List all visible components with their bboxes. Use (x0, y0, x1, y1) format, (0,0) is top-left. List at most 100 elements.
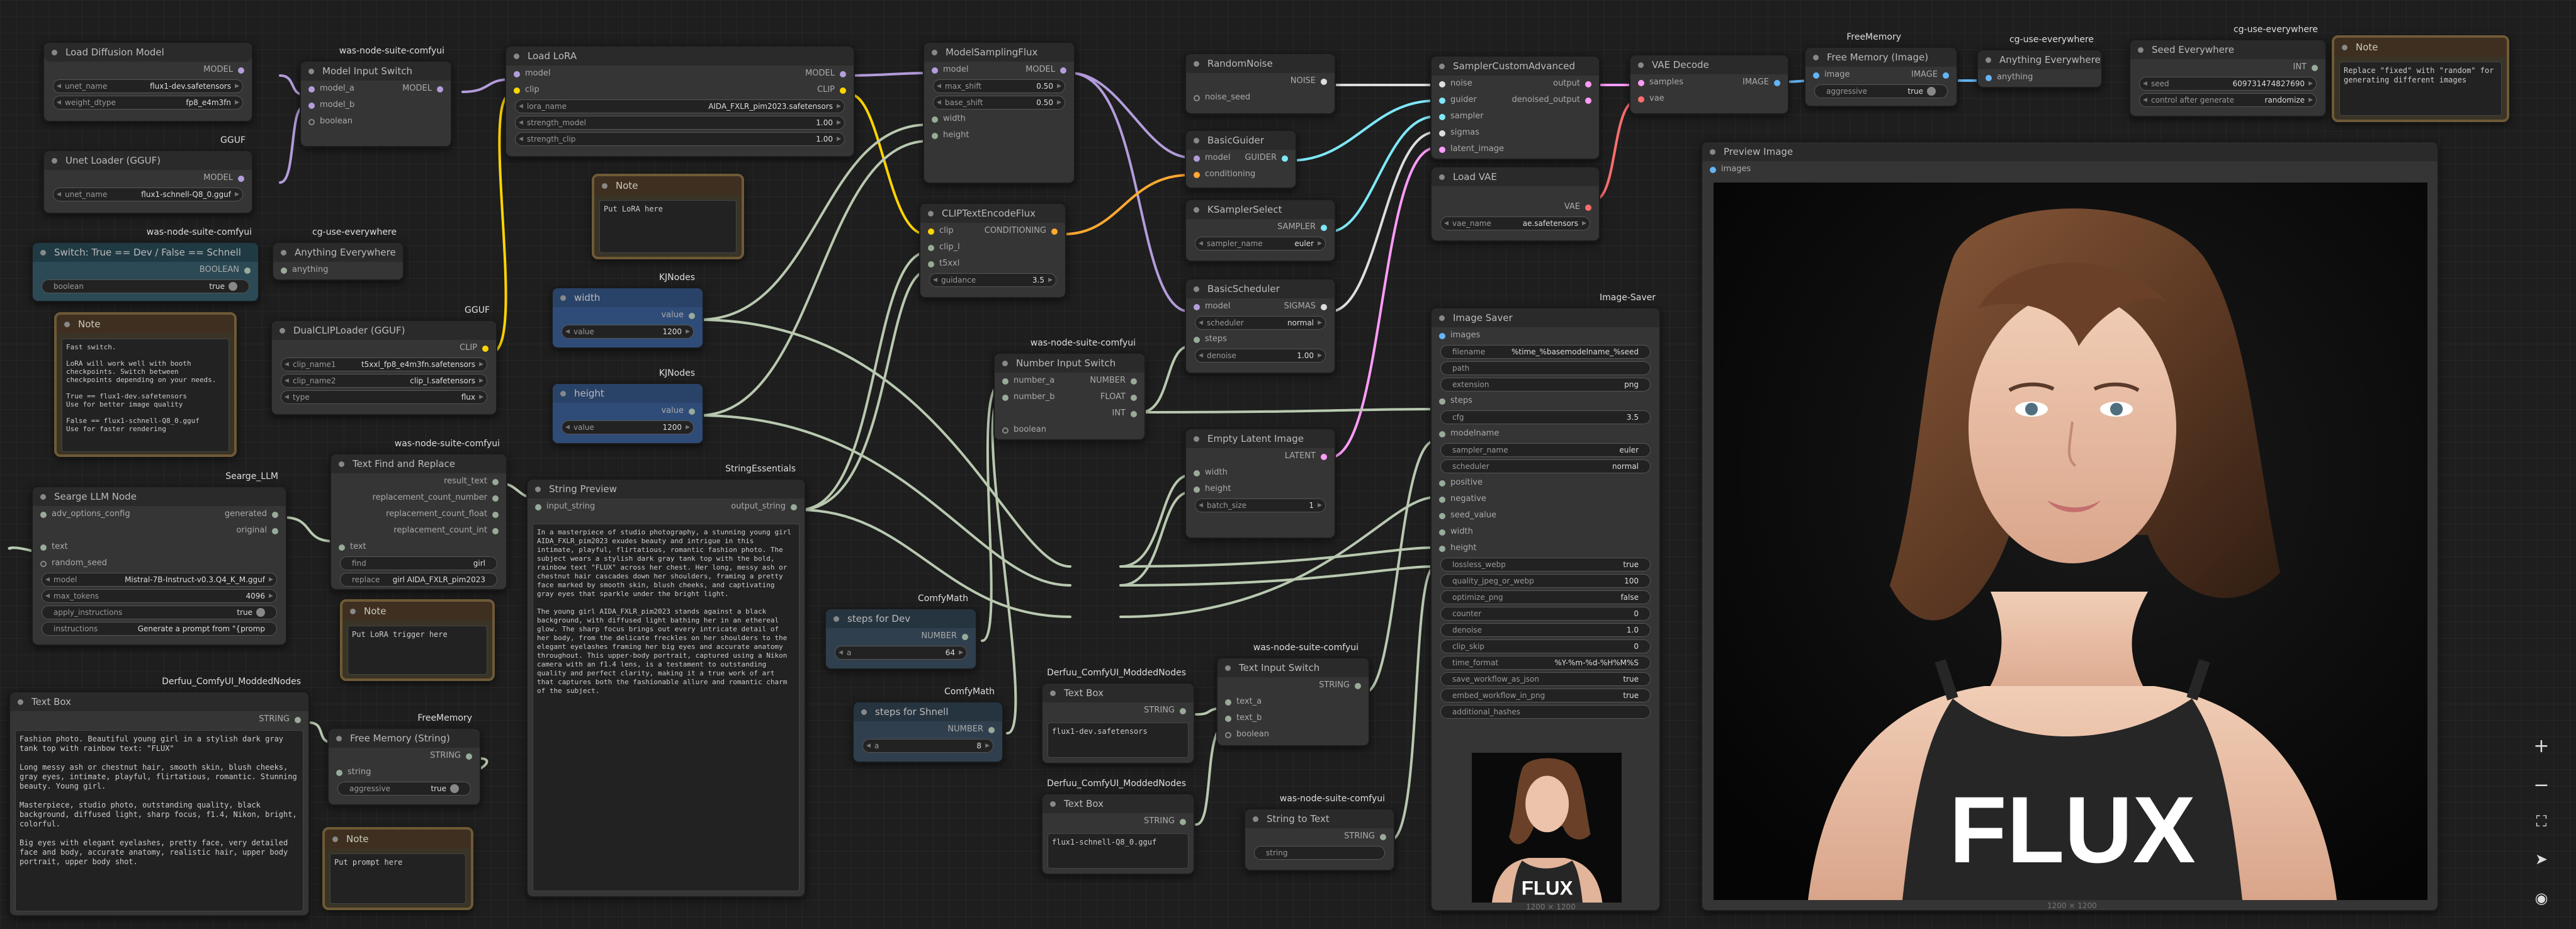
output-dot[interactable] (1585, 98, 1591, 104)
node-title[interactable]: BasicGuider (1186, 131, 1296, 150)
node-title[interactable]: ModelSamplingFlux (924, 43, 1074, 62)
node-preview-image[interactable]: Preview Image images FLUX 12 (1701, 141, 2439, 911)
note-text[interactable]: Put LoRA trigger here (347, 626, 487, 675)
output-dot[interactable] (1585, 81, 1591, 87)
input-dot[interactable] (40, 561, 47, 567)
node-title[interactable]: SamplerCustomAdvanced (1432, 57, 1599, 76)
text-box-value[interactable]: flux1-dev.safetensors (1048, 723, 1189, 758)
node-unet-loader-gguf[interactable]: Unet Loader (GGUF) MODEL unet_nameflux1-… (43, 150, 253, 214)
toggle-knob[interactable] (1927, 87, 1936, 96)
node-note-lora-trigger[interactable]: Note Put LoRA trigger here (340, 599, 495, 681)
prompt-text[interactable]: Fashion photo. Beautiful young girl in a… (15, 730, 303, 911)
node-title[interactable]: Free Memory (Image) (1805, 48, 1957, 67)
output-dot[interactable] (466, 753, 472, 760)
input-dot[interactable] (1194, 487, 1200, 493)
time-format-widget[interactable]: time_format%Y-%m-%d-%H%M%S (1440, 656, 1651, 670)
output-dot[interactable] (1180, 708, 1186, 714)
node-title[interactable]: Image Saver (1432, 308, 1659, 327)
output-dot[interactable] (1774, 80, 1780, 86)
input-dot[interactable] (514, 87, 520, 94)
output-dot[interactable] (1282, 155, 1288, 162)
input-dot[interactable] (281, 267, 287, 274)
string-widget[interactable]: string (1254, 846, 1385, 860)
node-title[interactable]: VAE Decode (1630, 55, 1788, 74)
input-dot[interactable] (1002, 395, 1008, 401)
note-text[interactable]: Put prompt here (330, 853, 466, 904)
input-dot[interactable] (1194, 304, 1200, 310)
output-dot[interactable] (1131, 378, 1137, 385)
node-title[interactable]: Note (57, 315, 234, 334)
preview-image-canvas[interactable]: FLUX (1714, 183, 2427, 900)
output-dot[interactable] (1321, 454, 1327, 460)
output-dot[interactable] (1943, 72, 1949, 79)
output-dot[interactable] (689, 313, 695, 319)
input-dot[interactable] (1439, 513, 1445, 519)
output-dot[interactable] (1131, 395, 1137, 401)
node-title[interactable]: Note (2334, 38, 2507, 57)
select-tool-button[interactable]: ➤ (2524, 842, 2558, 876)
node-load-diffusion-model[interactable]: Load Diffusion Model MODEL unet_nameflux… (43, 42, 253, 122)
node-seed-everywhere[interactable]: Seed Everywhere INT seed609731474827690 … (2129, 39, 2327, 117)
a-widget[interactable]: a64 (835, 646, 967, 660)
node-text-input-switch[interactable]: Text Input Switch STRING text_a text_b b… (1216, 657, 1370, 746)
node-title[interactable]: Note (342, 602, 492, 621)
node-text-box-dev[interactable]: Text Box STRING flux1-dev.safetensors (1041, 682, 1195, 764)
node-title[interactable]: Empty Latent Image (1186, 429, 1335, 448)
node-text-box-prompt[interactable]: Text Box STRING Fashion photo. Beautiful… (9, 691, 310, 916)
node-anything-everywhere[interactable]: Anything Everywhere anything (1977, 49, 2103, 88)
input-dot[interactable] (1225, 716, 1231, 722)
input-dot[interactable] (932, 67, 938, 74)
output-dot[interactable] (840, 87, 846, 94)
node-image-saver[interactable]: Image Saver images filename%time_%basemo… (1430, 307, 1661, 911)
input-dot[interactable] (1002, 378, 1008, 385)
zoom-out-button[interactable]: − (2524, 768, 2558, 802)
node-title[interactable]: Unet Loader (GGUF) (44, 151, 252, 170)
input-dot[interactable] (308, 86, 315, 93)
node-title[interactable]: Model Input Switch (301, 62, 451, 81)
input-dot[interactable] (928, 245, 934, 251)
node-random-noise[interactable]: RandomNoise NOISE noise_seed (1185, 53, 1336, 115)
input-dot[interactable] (1439, 81, 1445, 87)
filename-widget[interactable]: filename%time_%basemodelname_%seed (1440, 345, 1651, 359)
node-title[interactable]: BasicScheduler (1186, 279, 1335, 298)
input-dot[interactable] (40, 544, 47, 551)
path-widget[interactable]: path (1440, 361, 1651, 375)
output-dot[interactable] (437, 86, 443, 93)
node-string-to-text[interactable]: String to Text STRING string (1244, 808, 1395, 871)
output-dot[interactable] (492, 479, 499, 485)
node-title[interactable]: width (553, 288, 703, 307)
note-text[interactable]: Put LoRA here (599, 200, 737, 253)
output-dot[interactable] (1380, 834, 1386, 840)
node-title[interactable]: Number Input Switch (995, 354, 1144, 373)
input-dot[interactable] (1439, 130, 1445, 137)
node-title[interactable]: Text Box (1042, 684, 1194, 702)
input-dot[interactable] (1638, 96, 1644, 103)
toggle-links-button[interactable]: ◉ (2524, 881, 2558, 915)
input-dot[interactable] (1986, 75, 1992, 81)
input-dot[interactable] (1194, 155, 1200, 162)
input-dot[interactable] (308, 119, 315, 125)
toggle-knob[interactable] (229, 282, 237, 291)
input-dot[interactable] (1439, 114, 1445, 120)
node-title[interactable]: Load Diffusion Model (44, 43, 252, 62)
